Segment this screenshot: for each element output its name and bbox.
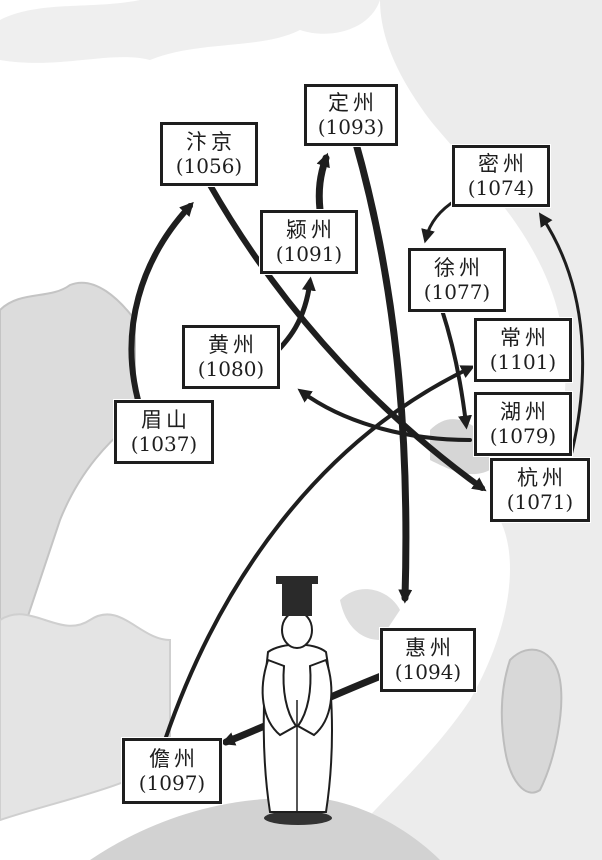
place-year: (1093) [317,114,385,139]
place-box-huizhou: 惠州 (1094) [380,628,476,692]
place-box-xuzhou: 徐州 (1077) [408,248,506,312]
place-name: 密州 [478,152,528,177]
place-year: (1056) [175,153,243,178]
place-box-dingzhou: 定州 (1093) [304,84,398,146]
place-year: (1101) [489,349,557,374]
scholar-figure-icon [261,576,333,825]
place-name: 眉山 [141,408,191,433]
place-year: (1071) [506,489,574,514]
place-box-bianjing: 汴京 (1056) [160,122,258,186]
place-box-danzhou: 儋州 (1097) [122,738,222,804]
place-year: (1074) [467,175,535,200]
arrow-meishan-bianjing [128,201,194,403]
place-name: 常州 [500,326,550,351]
arrow-dingzhou-huizhou [351,136,413,604]
arrow-hangzhou-mizhou [538,212,585,462]
place-box-meishan: 眉山 (1037) [114,400,214,464]
place-name: 湖州 [500,400,550,425]
arrow-danzhou-changzhou [163,365,476,742]
place-year: (1037) [130,431,198,456]
place-name: 惠州 [405,636,455,661]
place-year: (1097) [138,770,206,795]
place-box-yingzhou: 颍州 (1091) [260,210,358,274]
place-year: (1077) [423,279,491,304]
place-name: 颍州 [286,218,336,243]
place-name: 汴京 [186,130,236,155]
place-year: (1079) [489,423,557,448]
distant-mountains [0,0,380,63]
place-box-huzhou: 湖州 (1079) [474,392,572,456]
place-name: 徐州 [434,256,484,281]
ground [90,798,440,860]
place-name: 杭州 [517,466,567,491]
place-box-hangzhou: 杭州 (1071) [490,458,590,522]
place-year: (1094) [394,659,462,684]
place-name: 儋州 [149,747,199,772]
island [500,648,563,794]
sea-area [330,0,602,860]
place-box-huangzhou: 黄州 (1080) [182,325,280,389]
place-name: 黄州 [208,333,258,358]
place-name: 定州 [328,91,378,116]
arrow-xuzhou-huzhou [440,308,472,430]
place-box-mizhou: 密州 (1074) [452,145,550,207]
arrow-yingzhou-dingzhou [315,152,330,214]
place-year: (1080) [197,356,265,381]
place-year: (1091) [275,241,343,266]
place-box-changzhou: 常州 (1101) [474,318,572,382]
arrow-bianjing-hangzhou [207,182,487,492]
